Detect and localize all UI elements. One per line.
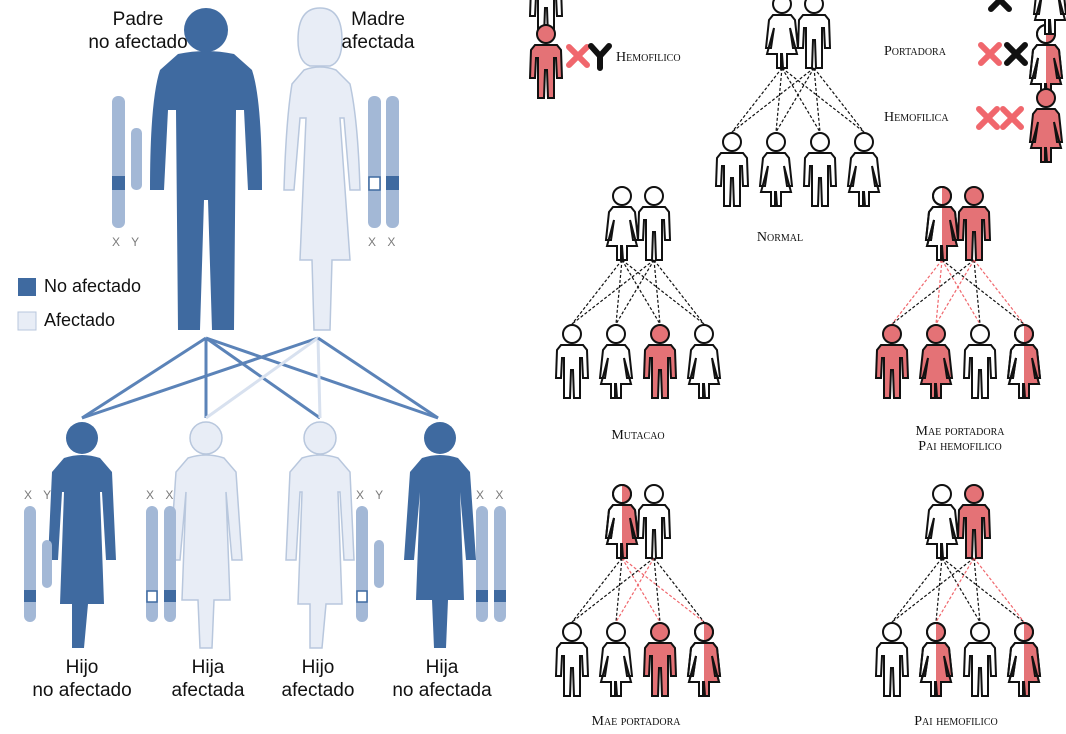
family-mother-carrier-link-0-3 <box>622 558 704 622</box>
family-carrier-hemophilic-child-1-figure <box>876 325 908 398</box>
family-mutation-link-1-3 <box>654 260 704 324</box>
family-mother-carrier-link-1-3 <box>654 558 704 622</box>
family-carrier-hemophilic-line1: Mae portadora <box>880 424 1040 439</box>
family-mother-carrier-caption: Mae portadora <box>556 714 716 729</box>
family-mutation-link-1-2 <box>654 260 660 324</box>
family-mutation-caption: Mutacao <box>578 428 698 443</box>
legend-hemophilic-x1-icon <box>979 109 997 127</box>
family-carrier-hemophilic-link-1-3 <box>974 260 1024 324</box>
family-father-hemophilic-caption: Pai hemofilico <box>876 714 1036 729</box>
family-carrier-hemophilic-caption: Mae portadora Pai hemofilico <box>880 424 1040 454</box>
family-mutation-father-figure <box>638 187 670 260</box>
family-carrier-hemophilic-link-0-0 <box>892 260 942 324</box>
legend-hemophilic-male-figure <box>530 25 562 98</box>
family-normal-link-0-0 <box>732 68 782 132</box>
family-father-hemophilic-link-1-0 <box>892 558 974 622</box>
family-normal-link-1-2 <box>814 68 820 132</box>
family-normal-link-1-3 <box>814 68 864 132</box>
family-mother-carrier-link-0-0 <box>572 558 622 622</box>
family-mutation-link-0-3 <box>622 260 704 324</box>
family-father-hemophilic-link-0-3 <box>942 558 1024 622</box>
family-normal-link-1-0 <box>732 68 814 132</box>
family-mother-carrier-father-figure <box>638 485 670 558</box>
family-mutation-link-0-1 <box>616 260 622 324</box>
family-father-hemophilic-link-1-3 <box>974 558 1024 622</box>
family-father-hemophilic-child-2-figure <box>920 623 952 696</box>
family-normal-link-0-1 <box>776 68 782 132</box>
family-normal-child-3-figure <box>804 133 836 206</box>
family-mother-carrier-link-1-2 <box>654 558 660 622</box>
family-normal-child-4-figure <box>848 133 880 206</box>
legend-hemophilic-female-figure <box>1030 89 1062 162</box>
family-father-hemophilic-child-1-figure <box>876 623 908 696</box>
family-normal-father-figure <box>798 0 830 68</box>
legend-hemophilic-x2-icon <box>1003 109 1021 127</box>
family-mutation-child-1-figure <box>556 325 588 398</box>
family-mother-carrier-child-4-figure <box>688 623 720 696</box>
legend-carrier-female-label: Portadora <box>884 44 946 59</box>
family-carrier-hemophilic-child-4-figure <box>1008 325 1040 398</box>
family-normal-mother-figure <box>766 0 798 68</box>
family-mutation-link-1-0 <box>572 260 654 324</box>
family-mutation-child-4-figure <box>688 325 720 398</box>
family-normal-caption: Normal <box>740 230 820 245</box>
family-carrier-hemophilic-link-1-2 <box>974 260 980 324</box>
family-normal-link-0-3 <box>782 68 864 132</box>
family-mother-carrier-link-1-0 <box>572 558 654 622</box>
legend-y-black-icon <box>591 46 609 68</box>
family-carrier-hemophilic-link-1-0 <box>892 260 974 324</box>
family-father-hemophilic-link-0-0 <box>892 558 942 622</box>
family-mother-carrier-child-1-figure <box>556 623 588 696</box>
family-mutation-child-3-figure <box>644 325 676 398</box>
family-normal-child-1-figure <box>716 133 748 206</box>
family-mother-carrier-link-0-1 <box>616 558 622 622</box>
legend-carrier-x-red-icon <box>981 45 999 63</box>
family-carrier-hemophilic-link-0-3 <box>942 260 1024 324</box>
family-carrier-hemophilic-link-0-1 <box>936 260 942 324</box>
family-carrier-hemophilic-child-3-figure <box>964 325 996 398</box>
family-normal-child-2-figure <box>760 133 792 206</box>
family-carrier-hemophilic-father-figure <box>958 187 990 260</box>
family-mutation-link-0-0 <box>572 260 622 324</box>
family-mother-carrier-child-2-figure <box>600 623 632 696</box>
family-father-hemophilic-link-1-2 <box>974 558 980 622</box>
legend-hemophilic-male-label: Hemofilico <box>616 50 681 65</box>
family-father-hemophilic-mother-figure <box>926 485 958 558</box>
family-mother-carrier-mother-figure <box>606 485 638 558</box>
legend-carrier-x-black-icon <box>1007 45 1025 63</box>
family-carrier-hemophilic-line2: Pai hemofilico <box>880 439 1040 454</box>
legend-hemophilic-female-label: Hemofilica <box>884 110 949 125</box>
family-mutation-mother-figure <box>606 187 638 260</box>
family-mother-carrier-child-3-figure <box>644 623 676 696</box>
family-father-hemophilic-father-figure <box>958 485 990 558</box>
family-carrier-hemophilic-mother-figure <box>926 187 958 260</box>
family-father-hemophilic-child-4-figure <box>1008 623 1040 696</box>
family-father-hemophilic-child-3-figure <box>964 623 996 696</box>
family-mutation-child-2-figure <box>600 325 632 398</box>
legend-x-red-icon <box>569 47 587 65</box>
legend-top-x-icon <box>991 0 1009 9</box>
family-father-hemophilic-link-0-1 <box>936 558 942 622</box>
family-carrier-hemophilic-child-2-figure <box>920 325 952 398</box>
right-figures <box>530 0 1066 696</box>
legend-carrier-female-figure <box>1030 25 1062 98</box>
